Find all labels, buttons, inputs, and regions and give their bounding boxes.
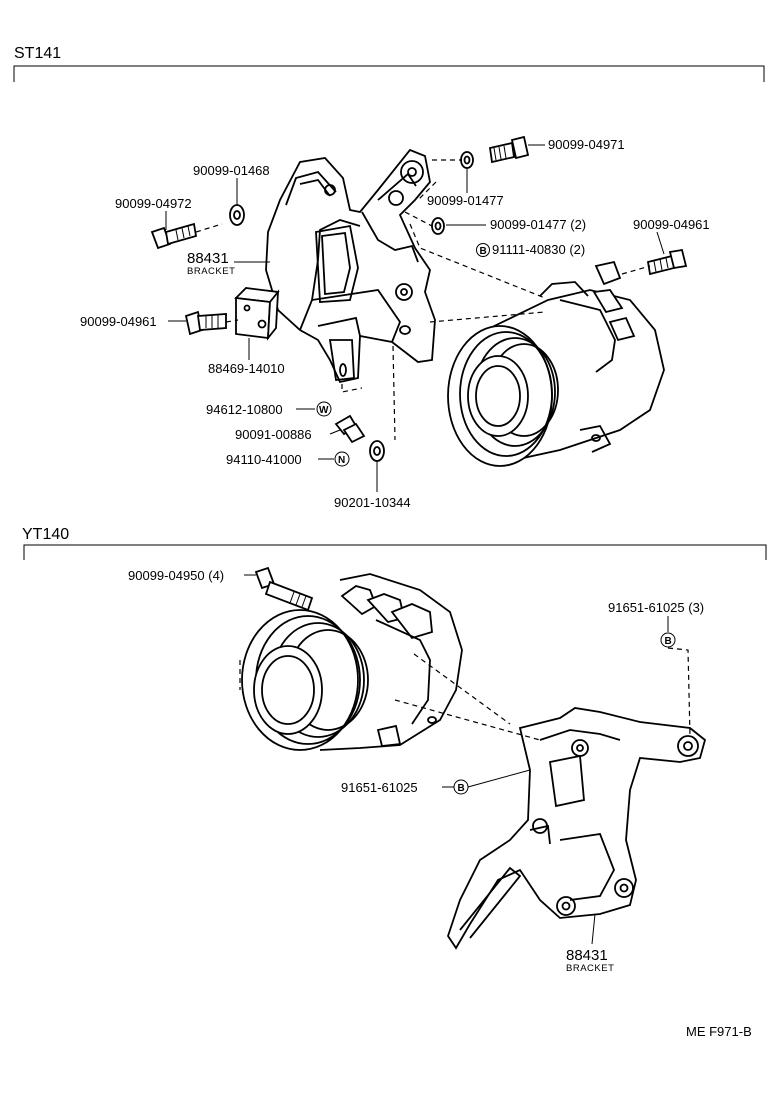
symbols-top: B W N	[316, 243, 490, 467]
svg-text:B: B	[480, 246, 487, 257]
label-94612-10800: 94612-10800	[206, 402, 283, 417]
svg-text:W: W	[319, 405, 329, 416]
section-title-st141: ST141	[14, 45, 61, 62]
label-90099-04950-4: 90099-04950 (4)	[128, 568, 224, 583]
symbol-w-94612-10800: W	[316, 401, 332, 417]
label-94110-41000: 94110-41000	[226, 452, 302, 467]
label-90099-04961-left: 90099-04961	[80, 314, 157, 329]
symbol-n-94110-41000: N	[334, 451, 350, 467]
section-frame-bottom	[23, 544, 767, 560]
labels-bottom: 90099-04950 (4) 91651-61025 (3) 91651-61…	[128, 568, 704, 974]
label-90091-00886: 90091-00886	[235, 427, 312, 442]
spacer-88469-14010-drawing	[234, 287, 280, 341]
label-bracket-bottom: BRACKET	[566, 963, 614, 974]
label-90099-04961-right: 90099-04961	[633, 217, 710, 232]
label-90099-01477: 90099-01477	[427, 193, 504, 208]
section-title-yt140: YT140	[22, 526, 69, 543]
label-90099-04972: 90099-04972	[115, 196, 192, 211]
label-91651-61025: 91651-61025	[341, 780, 418, 795]
assembly-lines-bottom	[239, 647, 691, 741]
compressor-bottom-drawing	[241, 573, 463, 751]
label-88431-bottom: 88431	[566, 947, 608, 964]
symbols-bottom: B B	[453, 632, 676, 795]
leader-lines-top	[165, 144, 665, 492]
labels-top: 90099-04971 90099-01468 90099-01477 9009…	[80, 137, 710, 510]
symbol-b-91651-61025-3: B	[660, 632, 676, 648]
label-90099-01477-2: 90099-01477 (2)	[490, 217, 586, 232]
symbol-b-91651-61025: B	[453, 779, 469, 795]
fasteners-top-drawing	[150, 135, 688, 462]
compressor-top-drawing	[447, 260, 665, 467]
svg-text:N: N	[338, 455, 345, 466]
svg-text:B: B	[458, 783, 465, 794]
assembly-lines-top	[195, 159, 651, 441]
label-bracket-top: BRACKET	[187, 266, 235, 277]
label-91111-40830-2: 91111-40830 (2)	[492, 242, 585, 257]
label-90099-01468: 90099-01468	[193, 163, 270, 178]
bracket-88431-bottom-drawing	[447, 707, 707, 950]
footer-code: ME F971-B	[686, 1024, 752, 1039]
label-88431-top: 88431	[187, 250, 229, 267]
label-90201-10344: 90201-10344	[334, 495, 411, 510]
section-frame-top	[13, 65, 765, 82]
symbol-b-91111-40830: B	[476, 243, 490, 257]
bolt-90099-04950-drawing	[254, 566, 314, 612]
label-90099-04971: 90099-04971	[548, 137, 625, 152]
label-88469-14010: 88469-14010	[208, 361, 285, 376]
svg-text:B: B	[665, 636, 672, 647]
label-91651-61025-3: 91651-61025 (3)	[608, 600, 704, 615]
bracket-88431-top-drawing	[265, 148, 436, 384]
leader-lines-bottom	[244, 574, 669, 945]
